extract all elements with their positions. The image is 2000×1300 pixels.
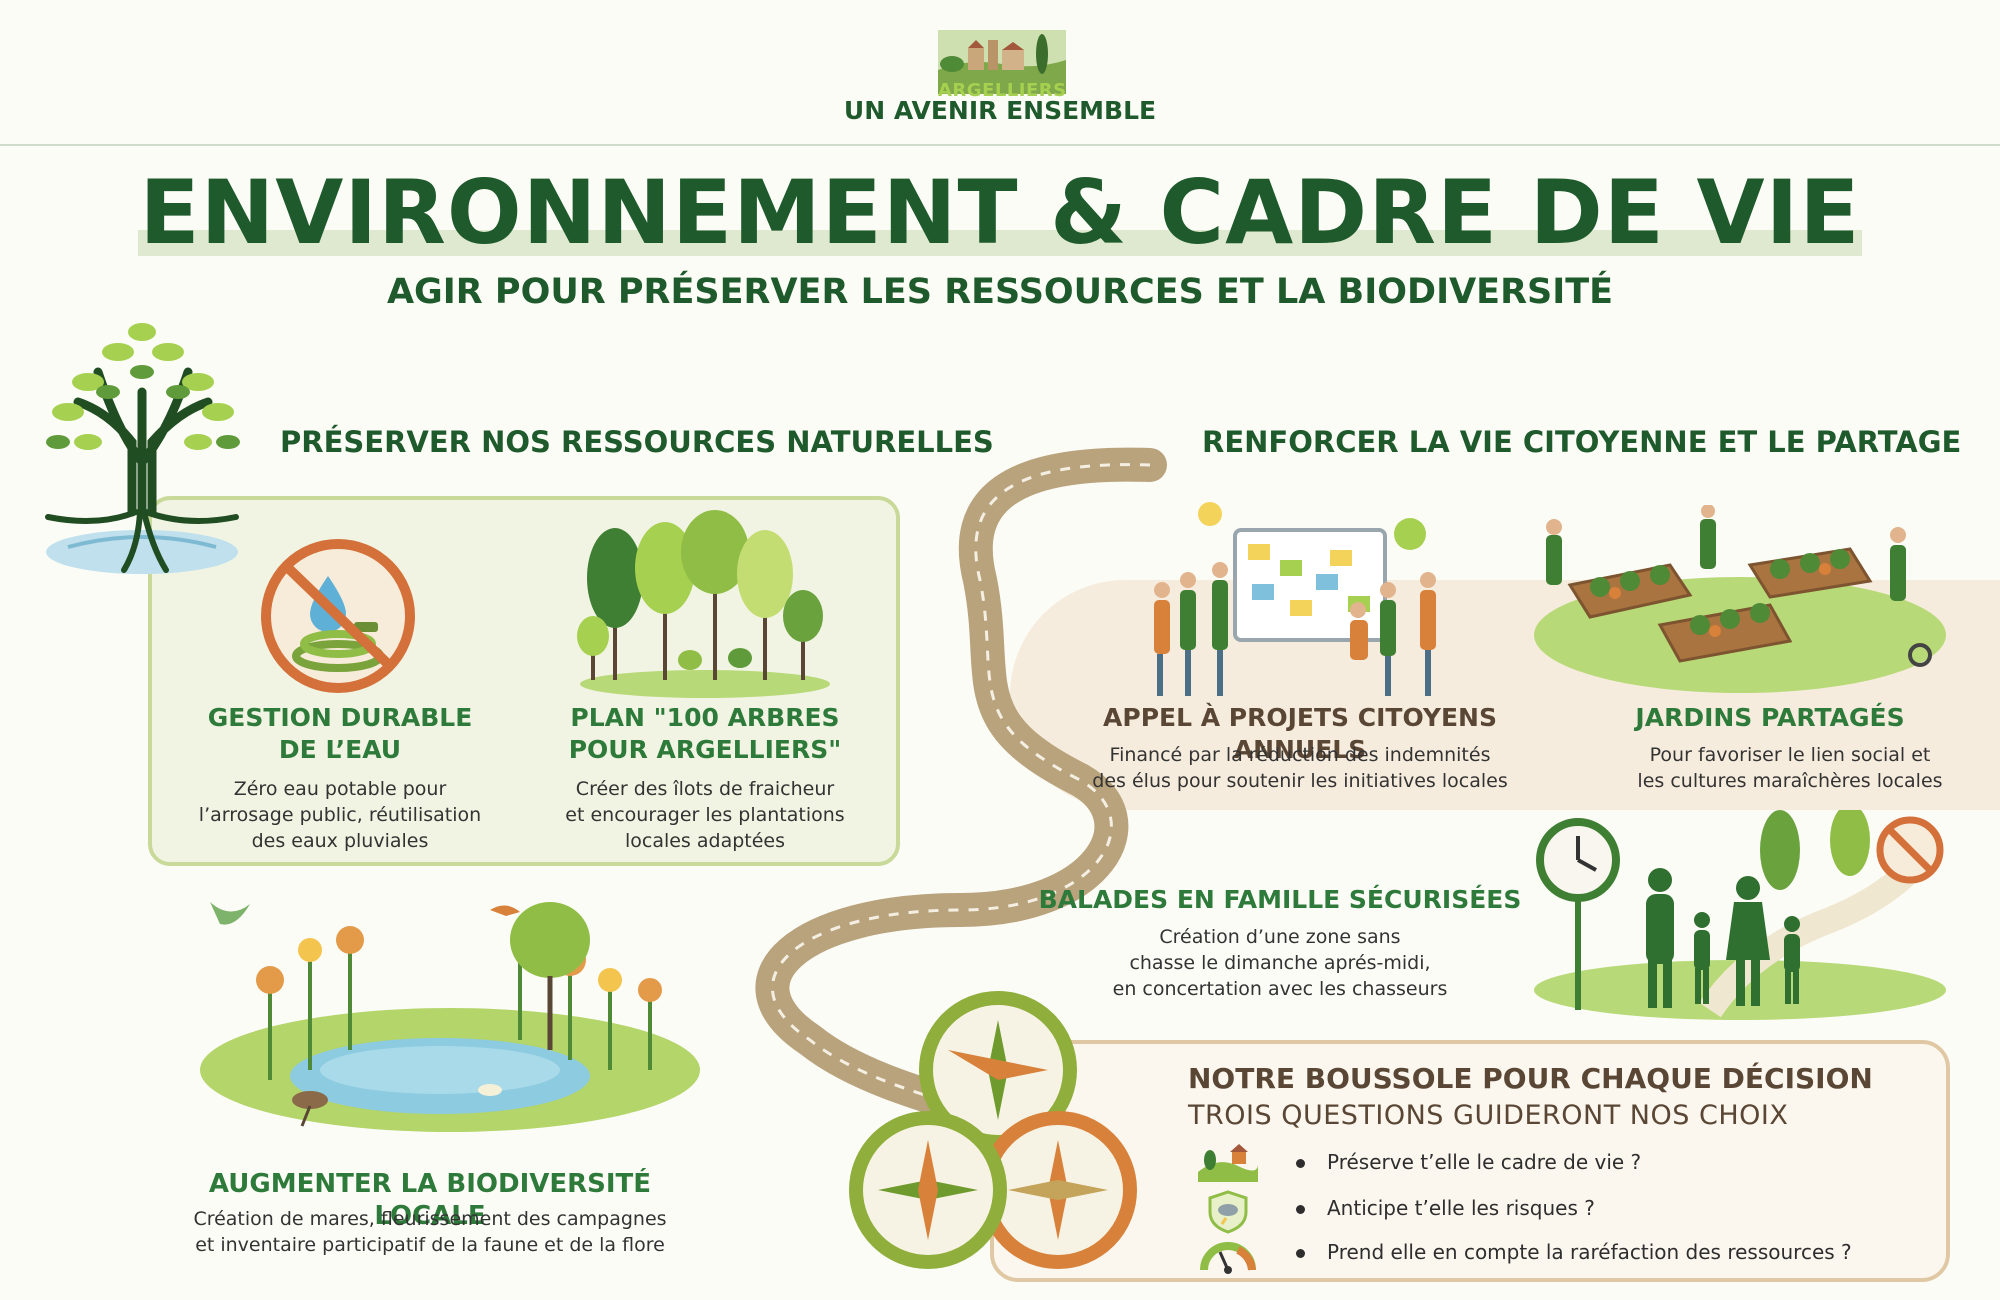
winding-road — [755, 447, 1167, 1137]
citizens-brainstorm-illustration — [1154, 502, 1436, 696]
walks-desc-line1: Création d’une zone sans — [1159, 926, 1401, 948]
family-walk-illustration — [1534, 810, 1946, 1020]
biodiversity-desc-line2: et inventaire participatif de la faune e… — [195, 1234, 665, 1256]
bullet-dot — [1296, 1205, 1305, 1214]
walks-desc-line2: chasse le dimanche aprés-midi, — [1129, 952, 1431, 974]
trees-title-line1: PLAN "100 ARBRES — [570, 703, 840, 732]
compass-title: NOTRE BOUSSOLE POUR CHAQUE DÉCISION — [1188, 1062, 1873, 1095]
water-desc-line1: Zéro eau potable pour — [233, 778, 447, 800]
question-3: Prend elle en compte la raréfaction des … — [1296, 1240, 1852, 1264]
landscape-icon — [1198, 1144, 1258, 1182]
question-2-text: Anticipe t’elle les risques ? — [1327, 1196, 1595, 1220]
gardens-desc-line1: Pour favoriser le lien social et — [1649, 744, 1931, 766]
biodiversity-title: AUGMENTER LA BIODIVERSITÉ LOCALE — [208, 1169, 652, 1231]
village-logo-image — [938, 30, 1066, 94]
gauge-icon — [1200, 1242, 1256, 1274]
shared-gardens-illustration — [1534, 505, 1946, 693]
pond-biodiversity-illustration — [200, 902, 700, 1132]
walks-title: BALADES EN FAMILLE SÉCURISÉES — [1038, 885, 1522, 914]
logo-tagline: UN AVENIR ENSEMBLE — [843, 96, 1157, 125]
water-title-line2: DE L’EAU — [278, 735, 402, 764]
compass-panel — [990, 1040, 1950, 1282]
section-heading-resources: PRÉSERVER NOS RESSOURCES NATURELLES — [280, 425, 994, 459]
gardens-title: JARDINS PARTAGÉS — [1635, 703, 1905, 732]
water-title-line1: GESTION DURABLE — [207, 703, 473, 732]
no-water-hose-icon — [261, 539, 415, 693]
logo-name: ARGELLIERS — [938, 80, 1067, 101]
trees-desc-line1: Créer des îlots de fraicheur — [575, 778, 835, 800]
section-heading-citizen: RENFORCER LA VIE CITOYENNE ET LE PARTAGE — [1202, 425, 1962, 459]
bullet-dot — [1296, 1159, 1305, 1168]
projects-title: APPEL À PROJETS CITOYENS ANNUELS — [1103, 703, 1497, 764]
gardens-desc-line2: les cultures maraîchères locales — [1637, 770, 1943, 792]
projects-desc-line1: Financé par la réduction des indemnités — [1109, 744, 1491, 766]
shield-weather-icon — [1208, 1190, 1248, 1234]
page-subtitle: AGIR POUR PRÉSERVER LES RESSOURCES ET LA… — [386, 272, 1614, 312]
tree-roots-icon — [45, 323, 240, 574]
title-highlight — [138, 230, 1862, 256]
header-divider — [0, 144, 2000, 146]
forest-trees-icon — [577, 510, 830, 698]
page-title: ENVIRONNEMENT & CADRE DE VIE — [139, 161, 1861, 264]
question-3-text: Prend elle en compte la raréfaction des … — [1327, 1240, 1852, 1264]
bullet-dot — [1296, 1249, 1305, 1258]
water-desc-line2: l’arrosage public, réutilisation — [198, 804, 482, 826]
compass-subtitle: TROIS QUESTIONS GUIDERONT NOS CHOIX — [1188, 1100, 1789, 1131]
water-desc-line3: des eaux pluviales — [251, 830, 429, 852]
projects-desc-line2: des élus pour soutenir les initiatives l… — [1092, 770, 1508, 792]
question-1-text: Préserve t’elle le cadre de vie ? — [1327, 1150, 1642, 1174]
trees-desc-line2: et encourager les plantations — [565, 804, 845, 826]
question-1: Préserve t’elle le cadre de vie ? — [1296, 1150, 1641, 1174]
trees-title-line2: POUR ARGELLIERS" — [568, 735, 842, 764]
walks-desc-line3: en concertation avec les chasseurs — [1112, 978, 1448, 1000]
biodiversity-desc-line1: Création de mares, fleurissement des cam… — [193, 1208, 667, 1230]
trees-desc-line3: locales adaptées — [624, 830, 786, 852]
question-2: Anticipe t’elle les risques ? — [1296, 1196, 1595, 1220]
compass-rings-icon — [849, 991, 1137, 1269]
